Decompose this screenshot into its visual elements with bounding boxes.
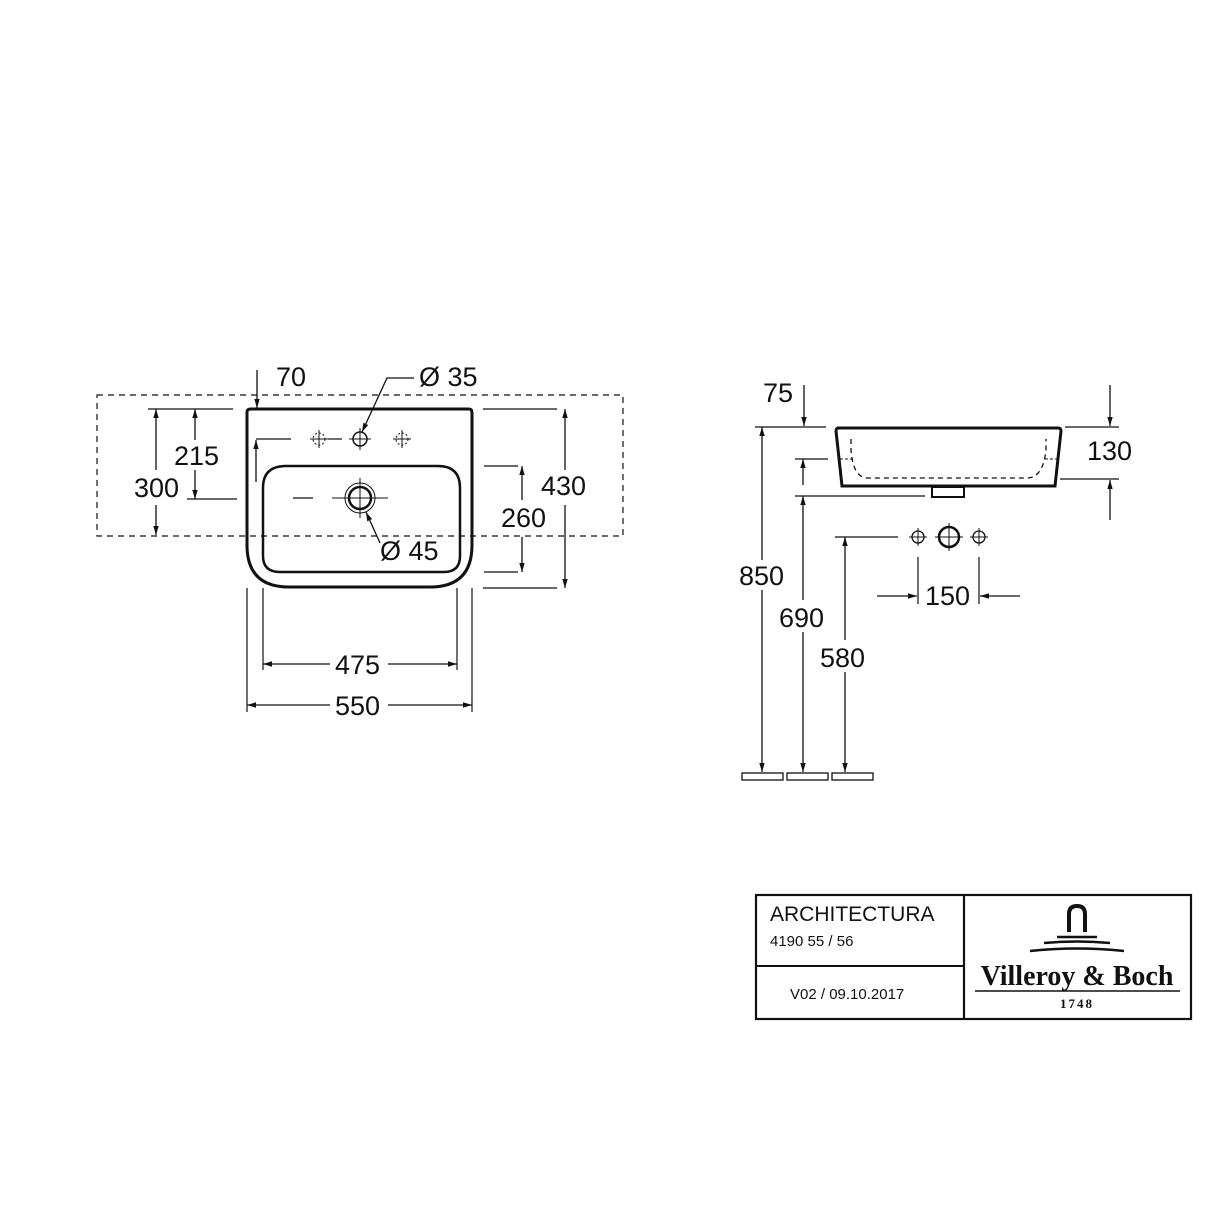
dim-underside-height-label: 690	[779, 603, 824, 633]
floor-plate	[786, 772, 829, 781]
waste-stub	[931, 486, 965, 498]
brand-name: Villeroy & Boch	[981, 961, 1174, 992]
floor-plate	[831, 772, 874, 781]
floor-plate	[741, 772, 784, 781]
title-block: ARCHITECTURA 4190 55 / 56 V02 / 09.10.20…	[754, 893, 1193, 1021]
side-view: 75 850 690 580	[739, 378, 1132, 781]
tap-hole-center-icon	[349, 428, 371, 450]
dim-bowl-depth-label: 260	[501, 503, 546, 533]
article-numbers: 4190 55 / 56	[770, 933, 853, 950]
tap-hole-right-icon	[393, 430, 411, 448]
dim-inner-width-label: 475	[335, 650, 380, 680]
waste-outlet-icon	[332, 478, 388, 518]
dim-overall-width-label: 550	[335, 691, 380, 721]
dim-bowl-height-label: 130	[1087, 436, 1132, 466]
dim-side-top-offset-label: 75	[763, 378, 793, 408]
version-date: V02 / 09.10.2017	[790, 986, 904, 1003]
supply-hole-left-icon	[909, 528, 927, 546]
dim-supply-spacing-label: 150	[925, 581, 970, 611]
dim-waste-label: Ø 45	[380, 536, 439, 566]
dim-supply-height-label: 580	[820, 643, 865, 673]
side-basin-outline	[834, 426, 1063, 488]
supply-hole-right-icon	[970, 528, 988, 546]
front-view: 70 Ø 35 Ø 45 300 215 260 430	[96, 362, 624, 721]
product-name: ARCHITECTURA	[770, 903, 935, 926]
dim-rim-height-label: 850	[739, 561, 784, 591]
dim-overall-depth-label: 430	[541, 471, 586, 501]
dim-tap-hole-label: Ø 35	[419, 362, 478, 392]
tap-hole-left-icon	[310, 430, 328, 448]
wall-outline	[96, 394, 624, 537]
dim-tap-height-label: 215	[174, 441, 219, 471]
dim-waste-height-label: 300	[134, 473, 179, 503]
dim-top-offset-label: 70	[276, 362, 306, 392]
bowl-outline	[261, 464, 462, 574]
supply-hole-center-icon	[935, 523, 963, 551]
basin-outline	[245, 407, 474, 589]
brand-year: 1748	[1060, 996, 1094, 1011]
villeroy-boch-logo-icon	[1029, 903, 1125, 953]
